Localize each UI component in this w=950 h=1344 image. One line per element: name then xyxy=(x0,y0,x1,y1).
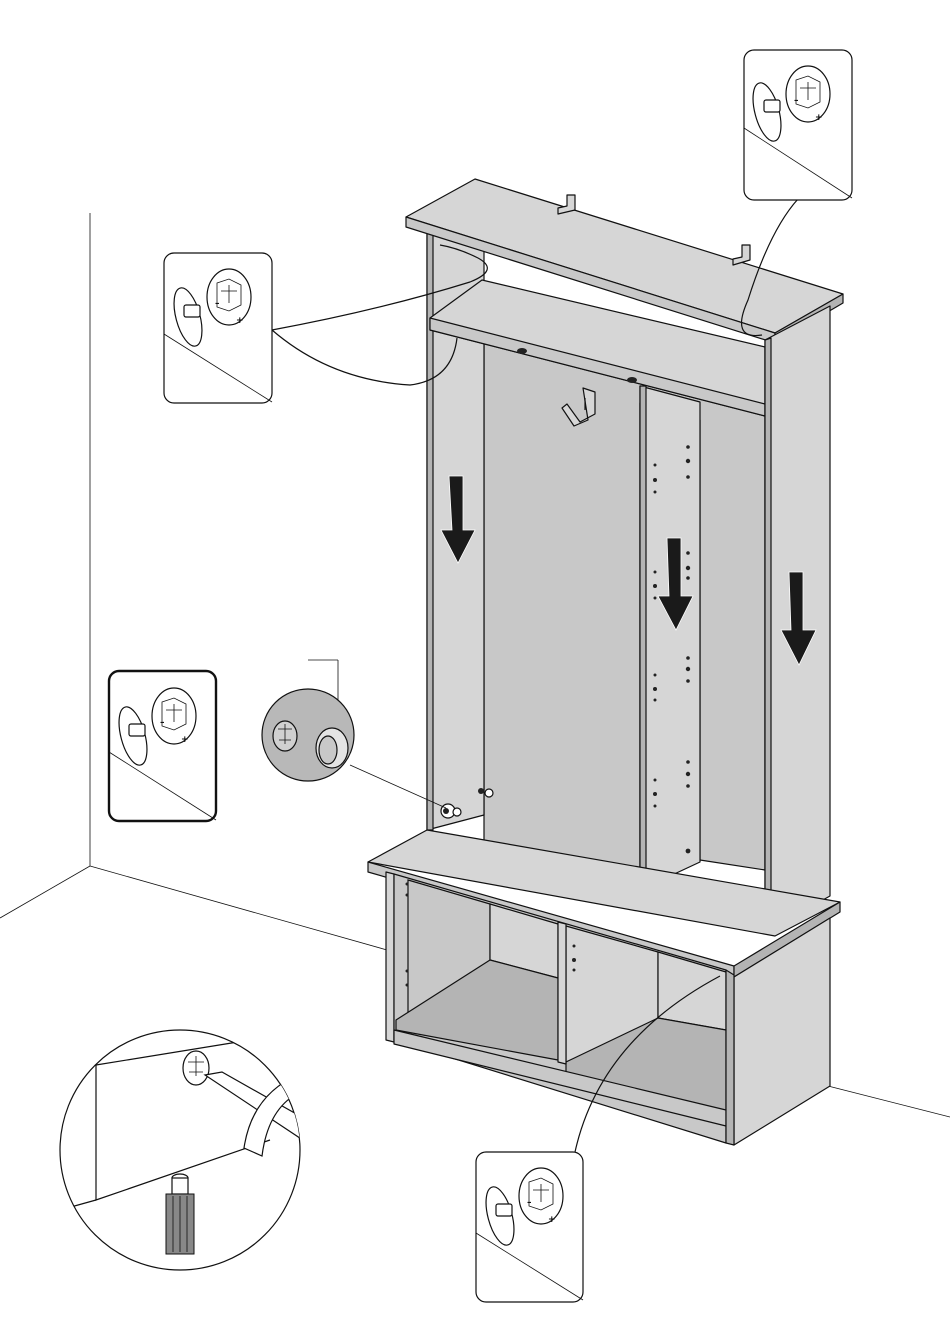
svg-text:–: – xyxy=(160,718,165,728)
cam-dowel-icon xyxy=(262,689,354,781)
cam-detail-callout-upper-left: + – xyxy=(164,253,272,403)
svg-text:+: + xyxy=(815,113,823,123)
cam-detail-callout-top-right: + – xyxy=(744,50,852,200)
base-center-divider xyxy=(558,922,566,1064)
center-divider-panel xyxy=(640,386,700,890)
svg-text:–: – xyxy=(527,1198,532,1208)
svg-text:–: – xyxy=(794,96,799,106)
hall-stand-unit xyxy=(368,179,843,1145)
screwdriver-detail-circle xyxy=(60,1030,400,1270)
base-left-side xyxy=(386,872,394,1042)
svg-text:–: – xyxy=(215,299,220,309)
cam-detail-callout-middle-left: + – xyxy=(109,671,216,821)
svg-text:+: + xyxy=(181,735,189,745)
back-panel xyxy=(484,338,765,888)
cam-detail-callout-bottom: + – xyxy=(476,1152,583,1302)
svg-text:+: + xyxy=(548,1215,556,1225)
svg-text:+: + xyxy=(236,316,244,326)
base-right-side xyxy=(734,918,830,1145)
